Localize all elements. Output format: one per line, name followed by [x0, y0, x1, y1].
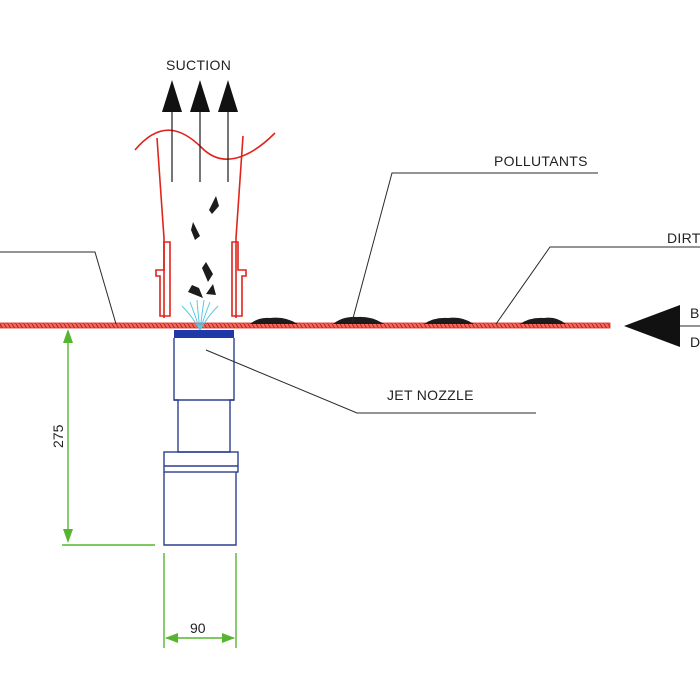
pollutant-deposit — [520, 317, 566, 324]
suction-arrow-head — [162, 80, 182, 112]
incoming-arrow-head — [624, 305, 680, 347]
suction-arrows — [162, 80, 238, 182]
label-right-bottom: D — [690, 334, 700, 350]
debris-particle — [209, 196, 219, 214]
nozzle-base — [163, 472, 237, 546]
debris-particle — [206, 284, 216, 295]
leader-pollutants — [351, 172, 598, 323]
suction-arrow-head — [218, 80, 238, 112]
dimension-height — [62, 329, 155, 546]
suction-hood-left-wall — [156, 137, 165, 318]
label-dirt: DIRT — [667, 230, 700, 246]
nozzle-upper-section — [173, 338, 235, 401]
dimension-width — [163, 553, 237, 648]
suction-hood-right-wall — [235, 135, 244, 318]
suction-arrow-head — [190, 80, 210, 112]
leader-jet-nozzle — [205, 349, 536, 414]
leader-dirt — [495, 246, 700, 325]
debris-particle — [191, 222, 200, 240]
nozzle-cap — [174, 330, 234, 338]
suction-hood-right-flange — [231, 241, 247, 317]
incoming-arrow — [624, 305, 700, 347]
jet-nozzle-body — [163, 330, 239, 546]
label-suction: SUCTION — [166, 57, 231, 73]
debris-particles — [188, 196, 219, 298]
pollutant-deposit — [424, 317, 474, 324]
pollutant-deposit — [250, 317, 298, 324]
suction-hood-left-flange — [155, 241, 171, 317]
label-pollutants: POLLUTANTS — [494, 153, 588, 169]
pollutant-deposits — [250, 316, 566, 324]
suction-hood — [134, 129, 276, 318]
debris-particle — [202, 262, 213, 282]
dimension-width-label: 90 — [190, 620, 206, 636]
dimension-height-label: 275 — [50, 424, 66, 448]
suction-hood-wave — [134, 129, 276, 160]
nozzle-neck — [174, 399, 234, 453]
surface-strip — [0, 322, 611, 329]
water-spray — [181, 299, 219, 331]
nozzle-collar — [163, 451, 239, 473]
debris-particle — [188, 285, 203, 298]
label-right-top: B — [690, 305, 700, 321]
leader-lines — [0, 172, 700, 414]
label-jet-nozzle: JET NOZZLE — [387, 387, 474, 403]
pollutant-deposit — [333, 316, 384, 324]
leader-left — [0, 251, 117, 325]
